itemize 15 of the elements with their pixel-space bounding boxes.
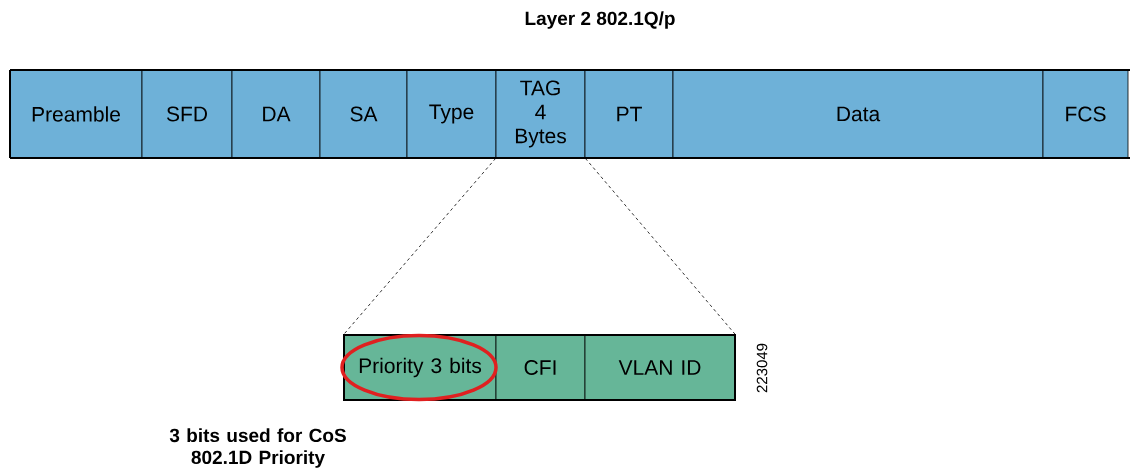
zoom-line <box>585 158 736 335</box>
field-cell: SFD <box>141 69 233 159</box>
field-cell: FCS <box>1042 69 1129 159</box>
field-cell: TAG 4 Bytes <box>495 69 586 159</box>
zoom-line <box>343 158 496 335</box>
field-cell: DA <box>231 69 321 159</box>
field-cell: VLAN ID <box>584 334 736 401</box>
field-cell: PT <box>584 69 674 159</box>
note: 3 bits used for CoS 802.1D Priority <box>169 428 346 468</box>
figure-number: 223049 <box>756 343 768 393</box>
field-cell: SA <box>319 69 408 159</box>
field-cell: Type <box>406 69 497 159</box>
field-cell: Preamble <box>9 69 143 159</box>
field-cell: CFI <box>495 334 586 401</box>
title: Layer 2 802.1Q/p <box>525 11 675 29</box>
